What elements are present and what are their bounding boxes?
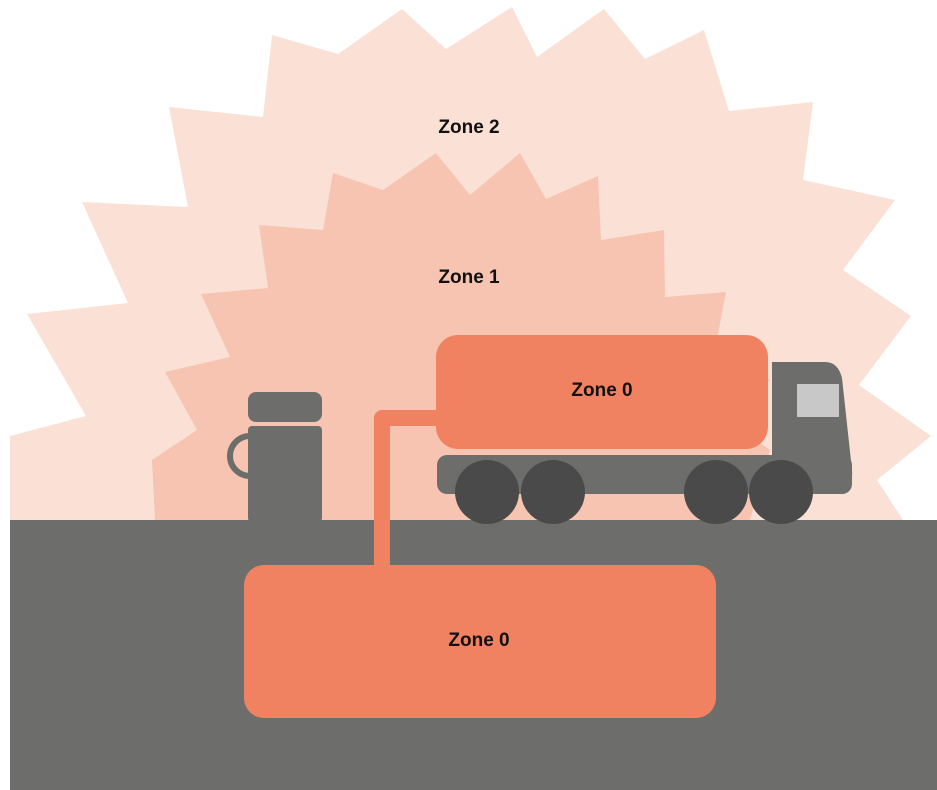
zone-1-label: Zone 1 bbox=[438, 267, 500, 288]
wheel bbox=[521, 460, 585, 524]
zone-2-label: Zone 2 bbox=[438, 117, 499, 138]
tanker-zone-0-label: Zone 0 bbox=[571, 380, 632, 401]
wheel bbox=[455, 460, 519, 524]
underground-zone-0-label: Zone 0 bbox=[448, 630, 509, 651]
truck-window bbox=[797, 384, 839, 417]
wheel bbox=[684, 460, 748, 524]
wheel bbox=[749, 460, 813, 524]
